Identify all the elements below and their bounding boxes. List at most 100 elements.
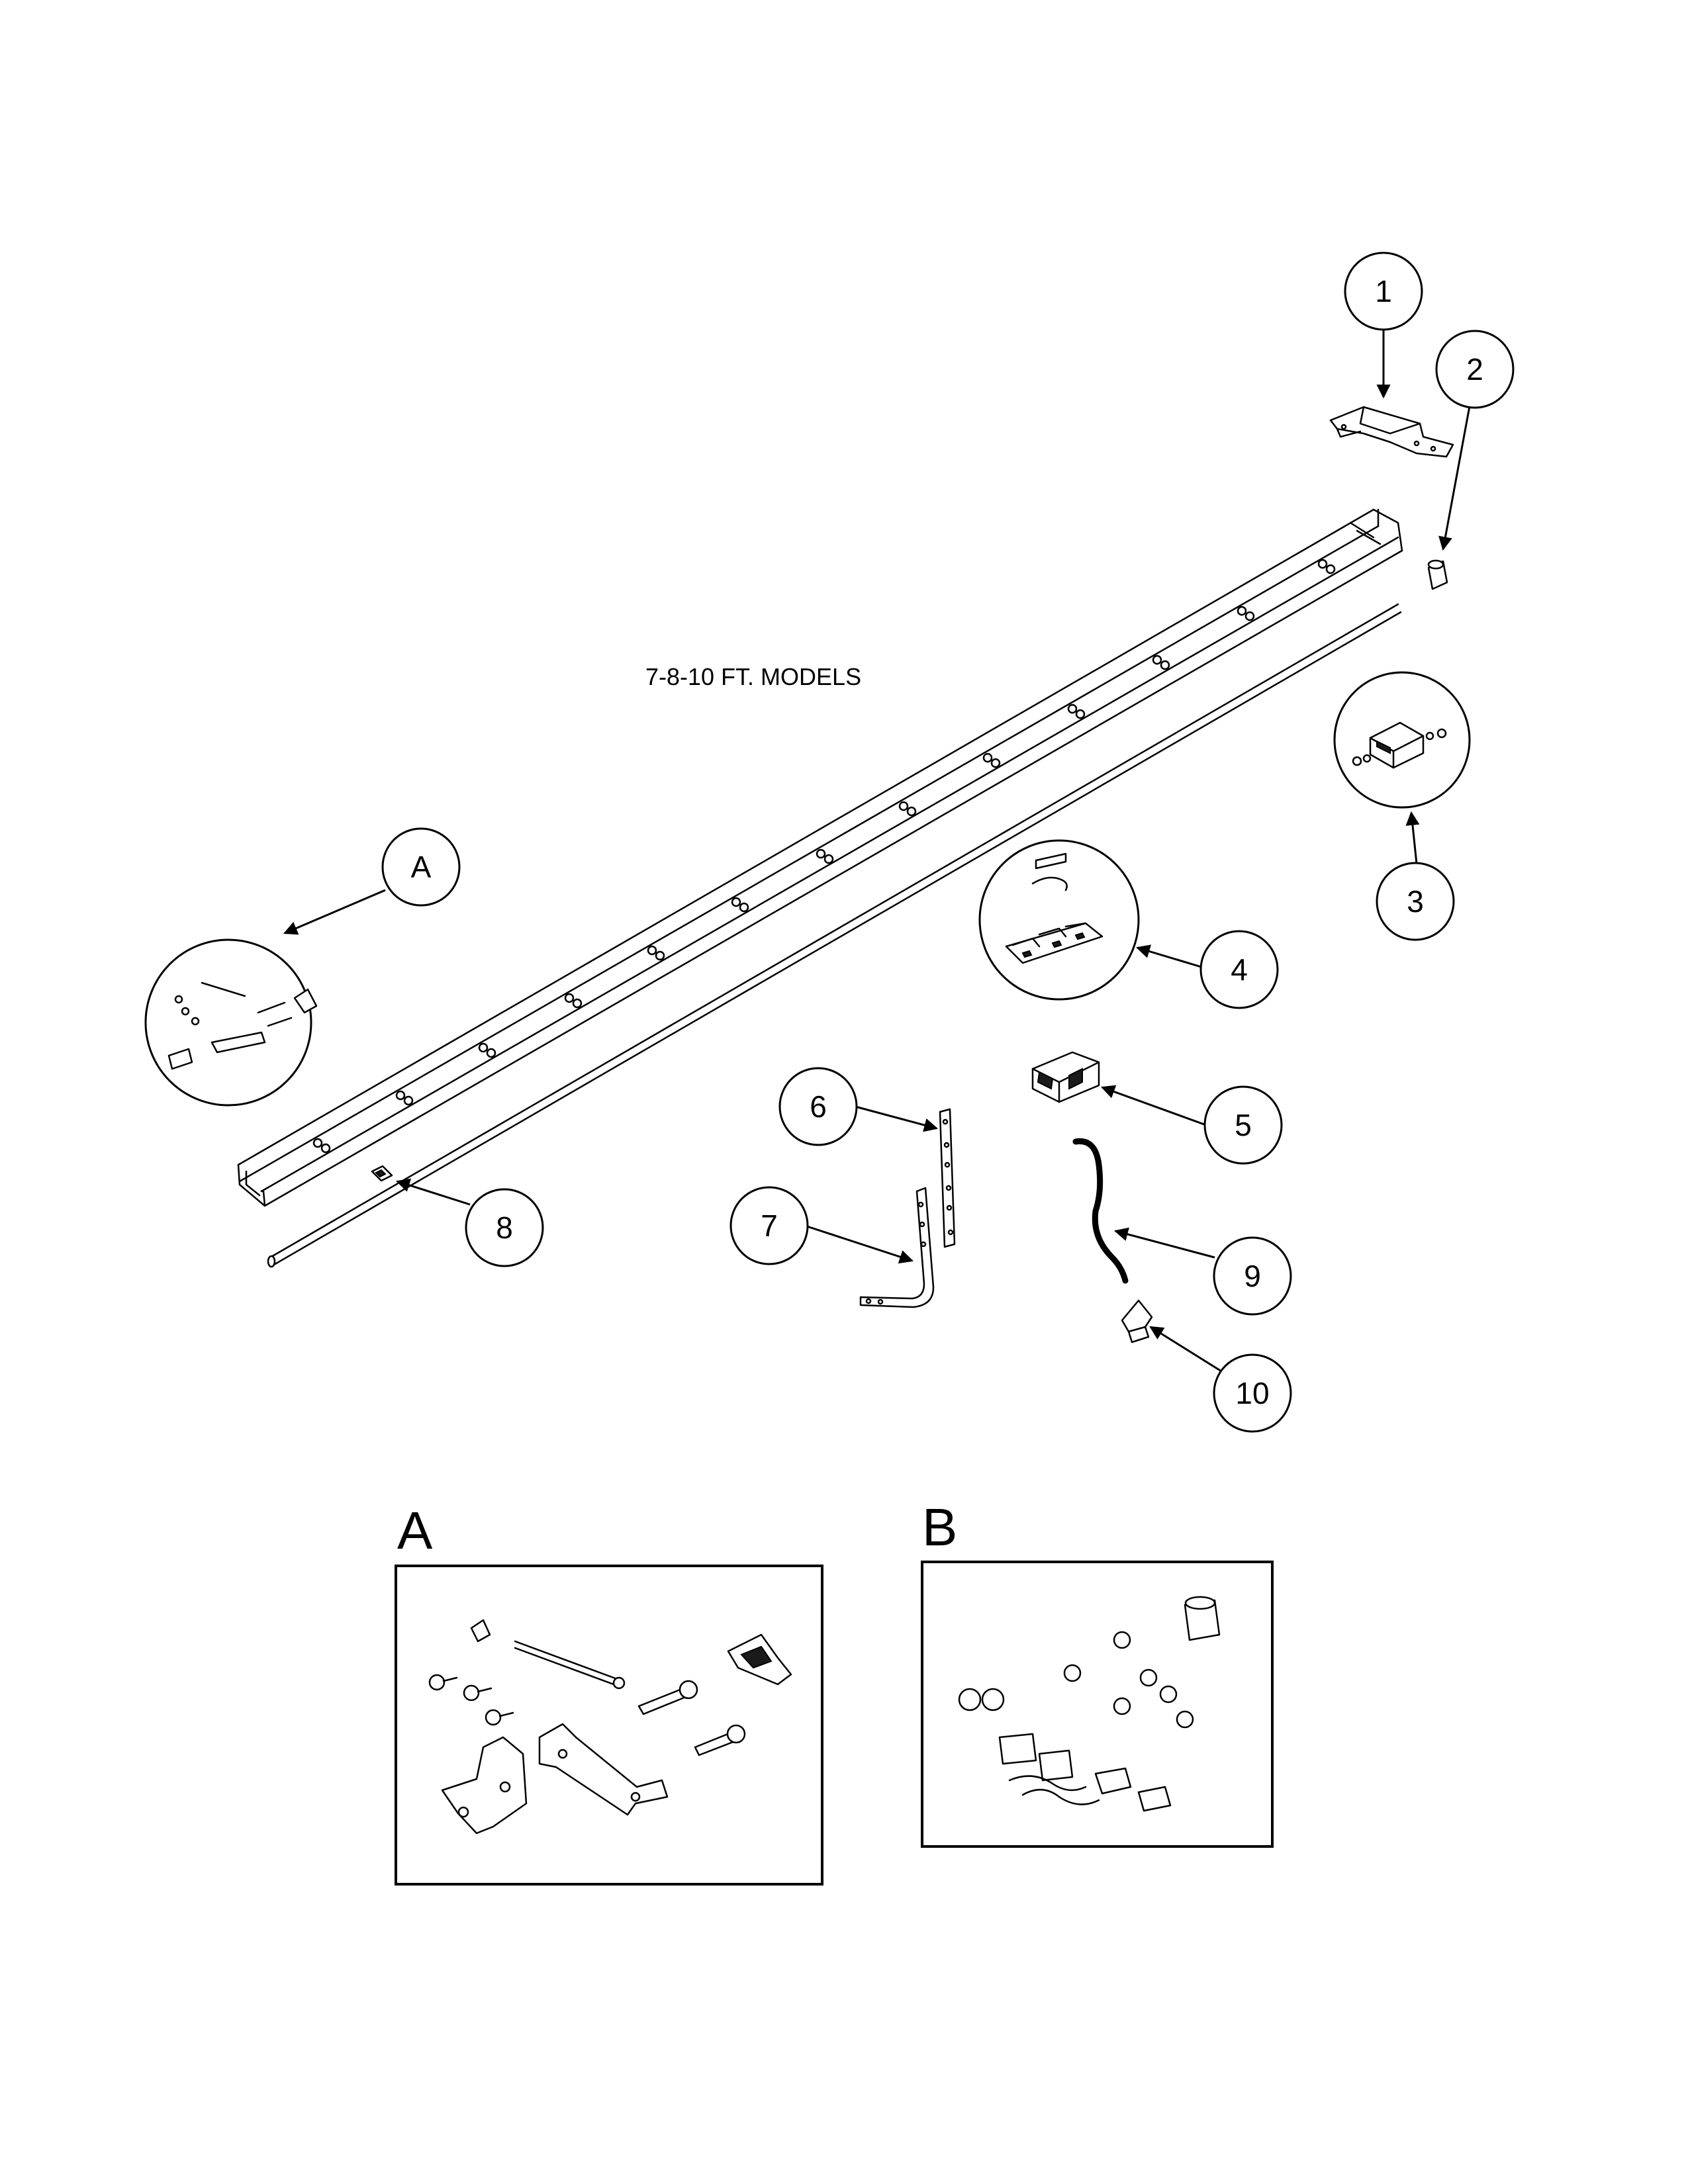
callout-circle [1435, 330, 1515, 409]
drive-rod-bottom [271, 611, 1402, 1267]
rail-inner-edge [238, 525, 1380, 1183]
arm-hole [944, 1161, 951, 1168]
rail-hole [478, 1042, 489, 1053]
callout-label: 2 [1466, 352, 1483, 387]
kit-b-bushing-top [1184, 1596, 1216, 1610]
callout-label: 10 [1235, 1376, 1269, 1410]
detail-nut [191, 1017, 200, 1026]
part-4-detail [978, 839, 1140, 1001]
leader-6 [855, 1105, 939, 1132]
callout-8: 8 [465, 1188, 544, 1267]
kit-b-pin [998, 1733, 1037, 1765]
kit-b-screw [1159, 1685, 1178, 1704]
rail-back-tabs [1349, 522, 1382, 545]
arm-hole [943, 1142, 950, 1148]
rail-hole [990, 758, 1001, 768]
part-7-curved-arm [859, 1187, 935, 1308]
leader-10 [1149, 1326, 1225, 1375]
rail-hole [982, 752, 993, 763]
part-5-trolley [1031, 1051, 1100, 1103]
kit-b-label: B [922, 1498, 957, 1557]
callout-label: 1 [1375, 274, 1392, 308]
kit-b-pin [1094, 1767, 1132, 1795]
straight-arm-body [939, 1108, 956, 1248]
part-10-handle [1121, 1299, 1153, 1333]
leader-2 [1438, 406, 1471, 551]
rail-hole [823, 854, 834, 864]
kit-b-screw [1176, 1710, 1194, 1729]
kit-a-rod [514, 1647, 620, 1688]
arm-hole [920, 1241, 927, 1248]
trolley-dark-face [1037, 1068, 1083, 1090]
leader-a [283, 889, 386, 935]
arm-hole [947, 1229, 954, 1236]
arm-hole [946, 1205, 953, 1211]
callout-4: 4 [1199, 930, 1279, 1009]
detail-strap [211, 1031, 266, 1054]
rail-bolt-holes [312, 559, 1336, 1154]
leader-5 [1101, 1085, 1207, 1126]
leader-3 [1405, 811, 1420, 864]
callout-10: 10 [1213, 1353, 1292, 1433]
rail-hole [647, 945, 657, 956]
part-3-detail [1333, 671, 1471, 809]
arm-hole [919, 1221, 925, 1228]
clip-ring [1362, 754, 1372, 763]
callout-label: 8 [496, 1210, 513, 1245]
part-2-bushing [1427, 559, 1448, 590]
kit-a-screw [463, 1684, 480, 1702]
part-8-rail-bracket [371, 1165, 393, 1182]
callout-6: 6 [778, 1067, 858, 1146]
leader-9 [1113, 1227, 1215, 1259]
trolley-body [1031, 1051, 1100, 1103]
callout-7: 7 [729, 1186, 809, 1265]
rail-hole [1244, 611, 1255, 621]
arm-hole [865, 1298, 872, 1304]
callout-label: 3 [1407, 884, 1424, 919]
callout-circle [1376, 862, 1455, 941]
rail-hole [320, 1143, 331, 1154]
kit-b-screw [1113, 1631, 1131, 1649]
rail-hole [564, 993, 575, 1003]
bracket-fold [1359, 406, 1421, 435]
kit-a-bracket-hole [499, 1781, 511, 1793]
arm-hole [917, 1201, 924, 1208]
rail-hole [403, 1095, 414, 1106]
kit-a-rod [514, 1640, 620, 1681]
rail-hole [1067, 704, 1078, 714]
kit-a-screw [485, 1709, 502, 1726]
clip-ring [1425, 731, 1434, 741]
kit-a-strap-hole [630, 1792, 641, 1802]
callout-circle [381, 827, 461, 907]
curved-arm-body [859, 1187, 935, 1308]
kit-a-bracket-hole [457, 1806, 469, 1818]
detail-nut [174, 995, 183, 1004]
carriage-ribs [1011, 922, 1087, 948]
drive-rod-end [267, 1255, 276, 1268]
detail-bolt [201, 981, 246, 997]
clip-ring [1352, 756, 1362, 766]
kit-a-angle-strap [538, 1723, 669, 1816]
drive-rod-top [269, 603, 1399, 1259]
diagram-title: 7-8-10 FT. MODELS [645, 663, 861, 690]
rail-hole [906, 806, 917, 817]
rail-hole [739, 902, 749, 913]
callout-3: 3 [1376, 862, 1455, 941]
rail-hole [731, 897, 741, 907]
bracket-hole [1430, 445, 1436, 452]
callout-label: 6 [810, 1089, 827, 1124]
rail-top-edge [237, 508, 1375, 1166]
callout-circle [778, 1067, 858, 1146]
kit-a-detail-circle [144, 938, 312, 1107]
kit-a-label: A [397, 1501, 433, 1560]
kit-a-trolley-dark [740, 1645, 773, 1669]
leader-7 [804, 1224, 914, 1264]
rail-hole [572, 998, 583, 1009]
kit-a-box [395, 1565, 823, 1886]
kit-b-screw [1063, 1664, 1082, 1682]
kit-a-bolt-head [726, 1724, 746, 1744]
kit-a-strap-hole [557, 1749, 568, 1759]
kit-b-pin [1137, 1786, 1172, 1812]
